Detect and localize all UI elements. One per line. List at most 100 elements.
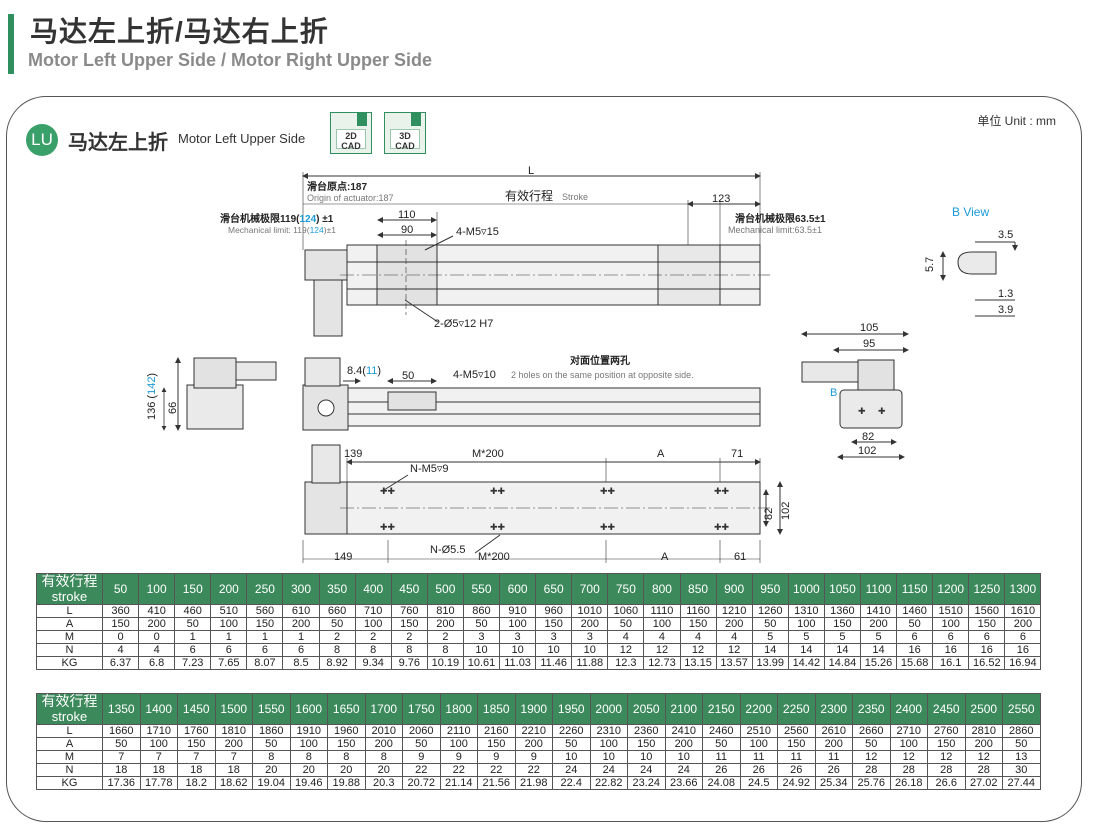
row-label: M (36, 750, 103, 764)
table-cell: 11 (814, 750, 853, 764)
table-cell: 150 (927, 737, 966, 751)
table-cell: 150 (477, 737, 516, 751)
table-cell: 12.73 (643, 656, 681, 670)
dim-a-bottom: A (661, 551, 669, 563)
table-cell: 1710 (139, 724, 178, 738)
table-cell: 200 (214, 737, 253, 751)
table-cell: 150 (535, 617, 573, 631)
table-cell: 27.44 (1002, 776, 1041, 790)
table-cell: 13.99 (751, 656, 789, 670)
table-cell: 1160 (679, 604, 717, 618)
table-cell: 12 (889, 750, 928, 764)
table-cell: 11 (739, 750, 778, 764)
table-cell: 200 (715, 617, 753, 631)
table-cell: 18.62 (214, 776, 253, 790)
dim-110: 110 (398, 209, 416, 221)
table-cell: 6 (932, 630, 970, 644)
table-cell: 50 (174, 617, 212, 631)
svg-text:✚✚: ✚✚ (600, 486, 616, 496)
table-cell: 10.61 (462, 656, 501, 670)
table-cell: 2360 (627, 724, 666, 738)
table-cell: 5 (823, 630, 861, 644)
table-cell: 7.65 (210, 656, 248, 670)
table-cell: 18 (214, 763, 253, 777)
table-cell: 1010 (571, 604, 609, 618)
limit-left-cn: 滑台机械极限119(124) ±1 (220, 212, 334, 225)
table-cell: 1310 (787, 604, 825, 618)
table-cell: 610 (282, 604, 320, 618)
table-cell: 2860 (1002, 724, 1041, 738)
table-cell: 26 (814, 763, 853, 777)
table-cell: 14.42 (787, 656, 825, 670)
table-cell: 100 (643, 617, 681, 631)
table-cell: 1110 (643, 604, 681, 618)
table-cell: 26.18 (889, 776, 928, 790)
stroke-value: 1500 (214, 693, 253, 725)
table-cell: 19.46 (289, 776, 328, 790)
dim-82: 82 (763, 508, 775, 520)
table-cell: 24 (664, 763, 703, 777)
table-cell: 9 (514, 750, 553, 764)
table-cell: 11 (777, 750, 816, 764)
table-cell: 200 (364, 737, 403, 751)
stroke-value: 2150 (702, 693, 741, 725)
table-cell: 7.23 (174, 656, 212, 670)
stroke-value: 2250 (777, 693, 816, 725)
table-cell: 150 (968, 617, 1006, 631)
limit-right-cn: 滑台机械极限63.5±1 (735, 212, 826, 225)
page-title-en: Motor Left Upper Side / Motor Right Uppe… (28, 50, 432, 70)
table-cell: 100 (139, 737, 178, 751)
label-4-m5-10: 4-M5▿10 (453, 369, 496, 381)
table-cell: 20 (364, 763, 403, 777)
row-label: M (36, 630, 103, 644)
stroke-value: 450 (390, 573, 428, 605)
table-cell: 200 (138, 617, 176, 631)
dim-102: 102 (780, 502, 792, 520)
table-cell: 200 (964, 737, 1003, 751)
origin-cn: 滑台原点:187 (307, 180, 367, 193)
table-cell: 200 (814, 737, 853, 751)
table-cell: 2 (354, 630, 392, 644)
table-cell: 6 (896, 630, 934, 644)
table-cell: 10 (589, 750, 628, 764)
dim-66: 66 (167, 402, 179, 414)
table-cell: 16 (1004, 643, 1042, 657)
table-cell: 22.4 (552, 776, 591, 790)
table-cell: 710 (354, 604, 392, 618)
limit-left-en: Mechanical limit: 119(124)±1 (228, 225, 336, 235)
table-cell: 24 (552, 763, 591, 777)
stroke-value: 1600 (289, 693, 328, 725)
table-cell: 10 (535, 643, 573, 657)
stroke-value: 150 (174, 573, 212, 605)
table-cell: 28 (852, 763, 891, 777)
table-cell: 14 (787, 643, 825, 657)
table-cell: 2410 (664, 724, 703, 738)
table-cell: 5 (859, 630, 898, 644)
cad-2d-tab (357, 112, 367, 126)
table-cell: 24.5 (739, 776, 778, 790)
table-cell: 410 (138, 604, 176, 618)
dim-136: 136 (142) (146, 373, 158, 420)
drawing-panel (6, 96, 1082, 822)
table-cell: 14.84 (823, 656, 861, 670)
table-cell: 100 (289, 737, 328, 751)
table-cell: 16.94 (1004, 656, 1042, 670)
table-cell: 2460 (702, 724, 741, 738)
table-cell: 6.8 (138, 656, 176, 670)
table-cell: 150 (823, 617, 861, 631)
dim-m200-bottom: M*200 (478, 551, 510, 563)
stroke-value: 500 (426, 573, 464, 605)
table-cell: 1810 (214, 724, 253, 738)
table-cell: 7 (177, 750, 216, 764)
table-cell: 17.36 (102, 776, 141, 790)
table-cell: 14 (859, 643, 898, 657)
table-cell: 150 (101, 617, 140, 631)
table-cell: 28 (964, 763, 1003, 777)
table-cell: 1960 (327, 724, 366, 738)
svg-text:✚✚: ✚✚ (714, 522, 730, 532)
svg-text:✚: ✚ (878, 406, 886, 416)
